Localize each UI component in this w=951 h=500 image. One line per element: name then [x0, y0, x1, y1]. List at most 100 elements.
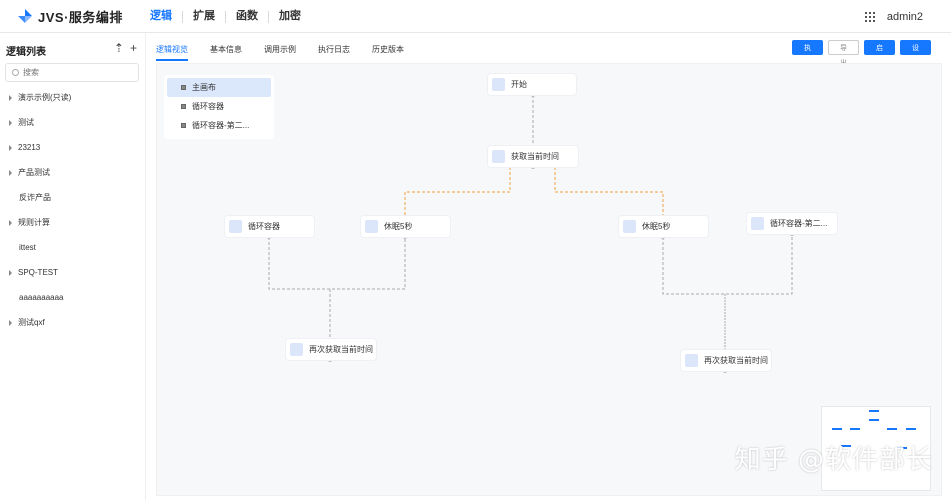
- node-loop-container[interactable]: 循环容器: [225, 216, 314, 237]
- tree-item[interactable]: 反诈产品: [0, 185, 146, 210]
- tree-item[interactable]: 产品测试: [0, 160, 146, 185]
- tree-item-label: SPQ-TEST: [18, 268, 59, 277]
- tab-bar: 逻辑视览 基本信息 调用示例 执行日志 历史版本: [156, 33, 426, 61]
- tree-item-label: 23213: [18, 143, 41, 152]
- layer-panel: 主画布 循环容器 循环容器-第二...: [164, 75, 274, 139]
- nav-encrypt[interactable]: 加密: [279, 10, 301, 22]
- action-buttons: 执行 导出 启用 设计: [792, 40, 931, 67]
- execute-button[interactable]: 执行: [792, 40, 823, 67]
- node-reget-current-time[interactable]: 再次获取当前时间: [286, 339, 376, 360]
- tab-basic-info[interactable]: 基本信息: [210, 45, 242, 54]
- search-input[interactable]: [23, 68, 123, 77]
- caret-right-icon[interactable]: [9, 169, 12, 176]
- node-icon: [365, 220, 378, 233]
- tree-item[interactable]: 23213: [0, 135, 146, 160]
- app-title: JVS·服务编排: [38, 10, 123, 25]
- layer-label: 循环容器: [192, 102, 224, 111]
- caret-right-icon[interactable]: [9, 269, 12, 276]
- node-get-current-time[interactable]: 获取当前时间: [488, 146, 578, 167]
- caret-right-icon[interactable]: [9, 94, 12, 101]
- node-start[interactable]: 开始: [488, 74, 576, 95]
- edge-merge-left: [268, 237, 406, 290]
- sidebar-title: 逻辑列表: [6, 47, 46, 58]
- node-icon: [229, 220, 242, 233]
- app-logo[interactable]: JVS·服务编排: [16, 7, 123, 26]
- tree-item[interactable]: 规则计算: [0, 210, 146, 235]
- tree-item-label: ittest: [19, 243, 36, 252]
- watermark-text: 知乎 @软件部长: [734, 445, 933, 475]
- tab-call-example[interactable]: 调用示例: [264, 45, 296, 54]
- add-icon[interactable]: +: [129, 41, 137, 55]
- tree-item-label: aaaaaaaaaa: [19, 293, 64, 302]
- caret-right-icon[interactable]: [9, 219, 12, 226]
- edge-gettime-sleep1: [404, 167, 511, 217]
- edge-gettime-sleep2: [554, 167, 664, 217]
- tree-item-label: 规则计算: [18, 218, 50, 227]
- nav-extend[interactable]: 扩展: [193, 10, 215, 22]
- nav-logic[interactable]: 逻辑: [150, 10, 172, 22]
- tab-history[interactable]: 历史版本: [372, 45, 404, 54]
- minimap[interactable]: [821, 406, 931, 491]
- node-label: 再次获取当前时间: [309, 345, 373, 354]
- top-header: JVS·服务编排 逻辑 扩展 函数 加密 admin2: [0, 0, 951, 33]
- minimap-mark: [841, 445, 851, 447]
- search-icon: [12, 69, 19, 76]
- node-sleep-5s-2[interactable]: 休眠5秒: [619, 216, 708, 237]
- tree-item-label: 演示示例(只读): [18, 93, 72, 102]
- main-panel: 逻辑视览 基本信息 调用示例 执行日志 历史版本 执行 导出 启用 设计: [146, 33, 951, 500]
- flow-canvas[interactable]: 主画布 循环容器 循环容器-第二... 开始 获取当前时间: [156, 63, 942, 496]
- export-button[interactable]: 导出: [828, 40, 859, 67]
- tree-item[interactable]: ittest: [0, 235, 146, 260]
- node-label: 循环容器-第二...: [770, 219, 828, 228]
- minimap-mark: [869, 419, 879, 421]
- caret-right-icon[interactable]: [9, 119, 12, 126]
- layer-loop-container-2[interactable]: 循环容器-第二...: [167, 116, 271, 135]
- node-loop-container-2[interactable]: 循环容器-第二...: [747, 213, 837, 234]
- node-icon: [623, 220, 636, 233]
- node-label: 休眠5秒: [384, 222, 413, 231]
- caret-right-icon[interactable]: [9, 144, 12, 151]
- tab-logic-view[interactable]: 逻辑视览: [156, 33, 188, 61]
- top-right: admin2: [864, 0, 923, 33]
- layer-loop-container[interactable]: 循环容器: [167, 97, 271, 116]
- tree-item[interactable]: 测试: [0, 110, 146, 135]
- node-icon: [751, 217, 764, 230]
- node-label: 循环容器: [248, 222, 280, 231]
- layer-icon: [181, 104, 186, 109]
- apps-grid-icon[interactable]: [864, 11, 875, 22]
- layer-icon: [181, 123, 186, 128]
- minimap-mark: [897, 447, 907, 449]
- tree-item-label: 反诈产品: [19, 193, 51, 202]
- enable-button[interactable]: 启用: [864, 40, 895, 67]
- layer-label: 循环容器-第二...: [192, 121, 250, 130]
- edge-merge-right: [662, 234, 793, 295]
- node-label: 再次获取当前时间: [704, 356, 768, 365]
- node-reget-current-time-2[interactable]: 再次获取当前时间: [681, 350, 771, 371]
- node-icon: [685, 354, 698, 367]
- design-button[interactable]: 设计: [900, 40, 931, 67]
- tree-item[interactable]: 测试qxf: [0, 310, 146, 335]
- tree-item-label: 产品测试: [18, 168, 50, 177]
- minimap-mark: [832, 428, 842, 430]
- user-name[interactable]: admin2: [886, 10, 923, 23]
- tree-item-label: 测试: [18, 118, 34, 127]
- sidebar-actions: ⇡ +: [114, 41, 137, 55]
- nav-function[interactable]: 函数: [236, 10, 258, 22]
- logo-icon: [18, 8, 32, 23]
- tab-exec-log[interactable]: 执行日志: [318, 45, 350, 54]
- layer-label: 主画布: [192, 83, 216, 92]
- nav-divider: [225, 10, 226, 23]
- caret-right-icon[interactable]: [9, 319, 12, 326]
- tree-item[interactable]: SPQ-TEST: [0, 260, 146, 285]
- nav-divider: [182, 10, 183, 23]
- top-nav: 逻辑 扩展 函数 加密: [140, 0, 311, 33]
- tree-item[interactable]: aaaaaaaaaa: [0, 285, 146, 310]
- tree-item[interactable]: 演示示例(只读): [0, 85, 146, 110]
- layer-main-canvas[interactable]: 主画布: [167, 78, 271, 97]
- node-icon: [492, 150, 505, 163]
- node-sleep-5s[interactable]: 休眠5秒: [361, 216, 450, 237]
- upload-icon[interactable]: ⇡: [113, 41, 124, 55]
- sidebar-search[interactable]: [5, 63, 139, 82]
